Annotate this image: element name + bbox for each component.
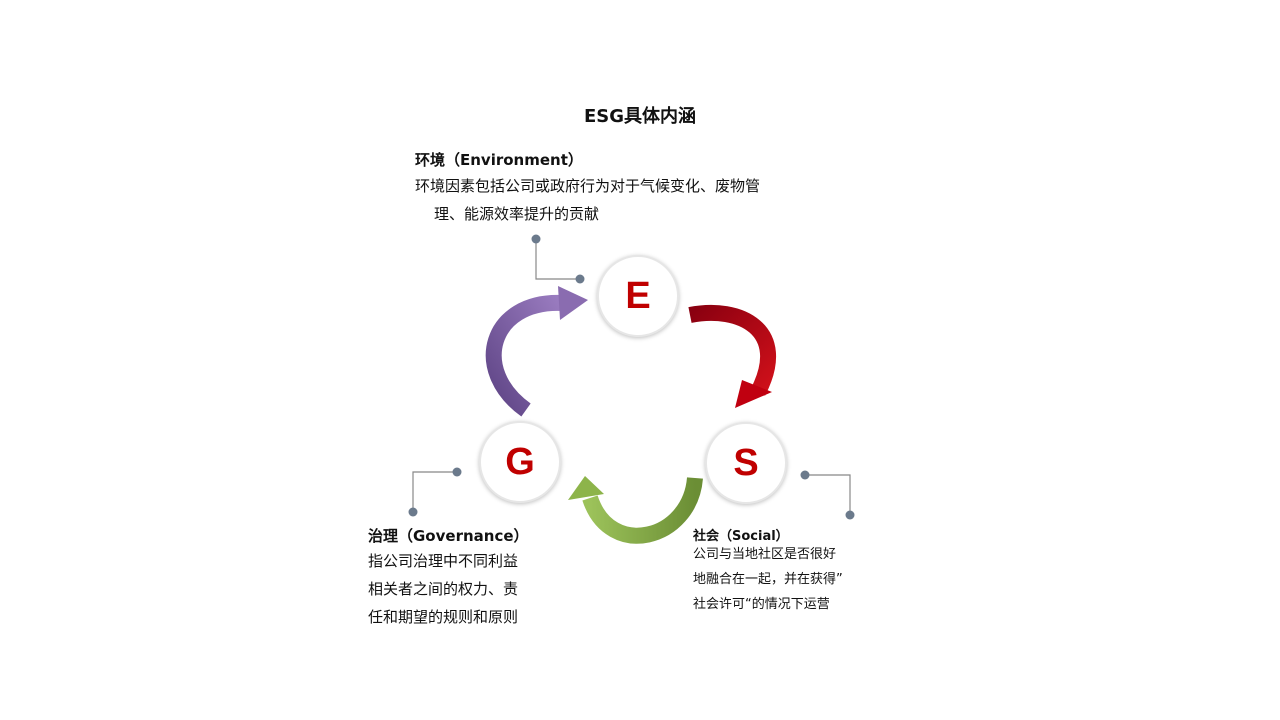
connector-g — [408, 467, 462, 517]
node-g: G — [479, 421, 561, 503]
environment-heading: 环境（Environment） — [415, 151, 583, 169]
node-e: E — [597, 255, 679, 337]
arrow-s-to-g — [568, 476, 703, 544]
governance-line-2: 相关者之间的权力、责 — [368, 580, 519, 598]
social-line-3: 社会许可“的情况下运营 — [693, 597, 830, 612]
connector-e — [531, 234, 585, 284]
environment-line-1: 环境因素包括公司或政府行为对于气候变化、废物管 — [415, 177, 761, 195]
arrow-g-to-e — [485, 286, 588, 417]
arrow-e-to-s — [688, 304, 777, 408]
social-heading: 社会（Social） — [693, 529, 789, 544]
connector-s — [800, 470, 855, 520]
social-line-1: 公司与当地社区是否很好 — [693, 547, 837, 562]
social-line-2: 地融合在一起，并在获得” — [693, 572, 843, 587]
governance-line-1: 指公司治理中不同利益 — [368, 552, 519, 570]
environment-line-2: 理、能源效率提升的贡献 — [434, 205, 600, 223]
governance-heading: 治理（Governance） — [368, 527, 529, 545]
governance-line-3: 任和期望的规则和原则 — [368, 608, 519, 626]
node-s: S — [705, 422, 787, 504]
diagram-title: ESG具体内涵 — [583, 106, 697, 127]
